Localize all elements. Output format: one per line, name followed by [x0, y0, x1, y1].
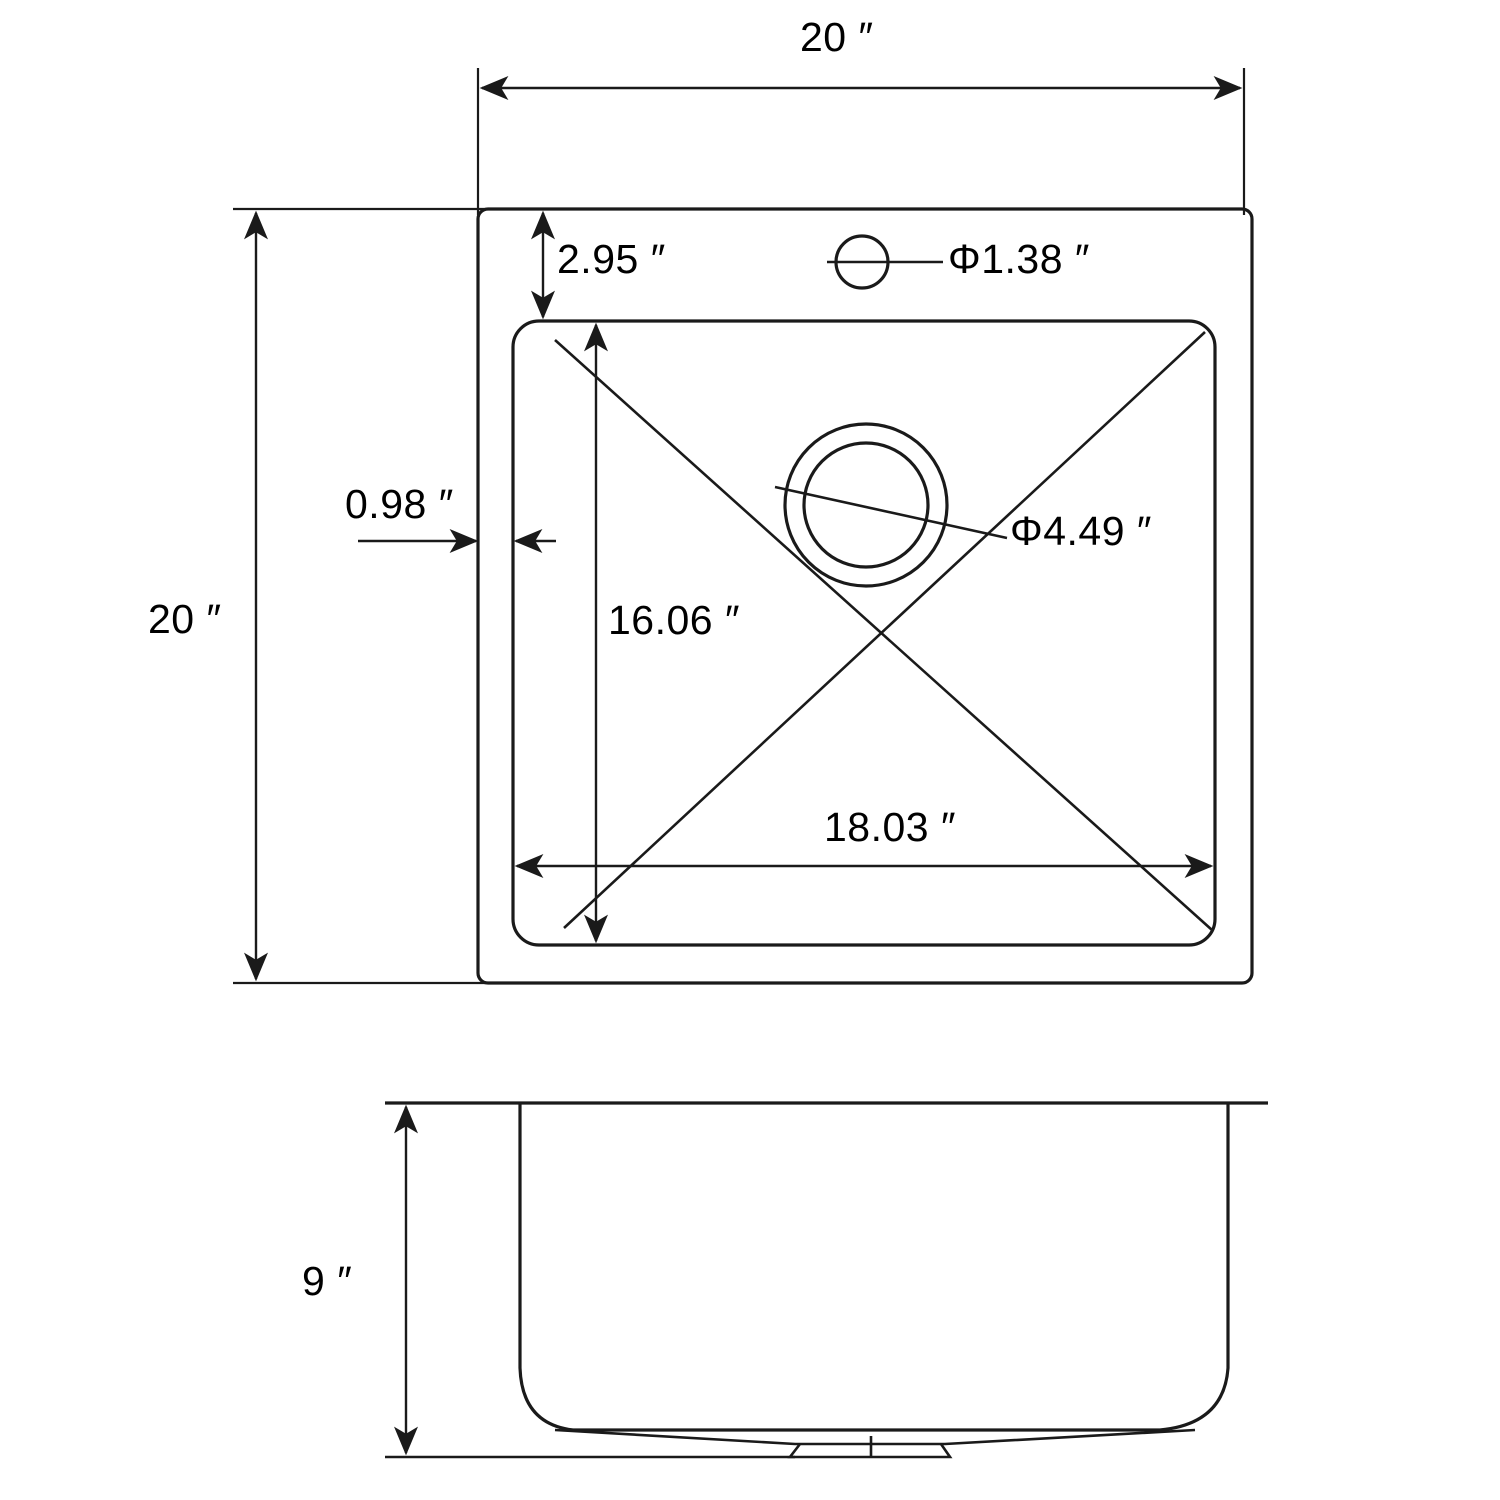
- label-rim-width: 0.98 ″: [345, 481, 454, 527]
- side-view-group: [385, 1101, 1268, 1459]
- basin-diagonal-nw-se: [554, 339, 1213, 931]
- side-view-base-line: [554, 1428, 1196, 1446]
- label-faucet-hole-diameter: Φ1.38 ″: [948, 236, 1090, 282]
- side-view-bowl-outline: [518, 1103, 1230, 1432]
- label-faucet-hole-offset: 2.95 ″: [557, 236, 666, 282]
- label-basin-depth: 16.06 ″: [608, 597, 741, 643]
- drain-leader-line: [774, 485, 1008, 540]
- label-bowl-height: 9 ″: [302, 1258, 353, 1304]
- basin-diagonal-sw-ne: [563, 331, 1206, 929]
- sink-inner-basin: [511, 319, 1217, 947]
- label-basin-width: 18.03 ″: [824, 804, 957, 850]
- label-overall-depth: 20 ″: [148, 596, 222, 642]
- drain-inner-circle: [802, 441, 930, 569]
- drain-outer-circle: [783, 422, 949, 588]
- label-overall-width: 20 ″: [800, 14, 874, 60]
- label-drain-diameter: Φ4.49 ″: [1010, 508, 1152, 554]
- top-view-group: [233, 68, 1254, 985]
